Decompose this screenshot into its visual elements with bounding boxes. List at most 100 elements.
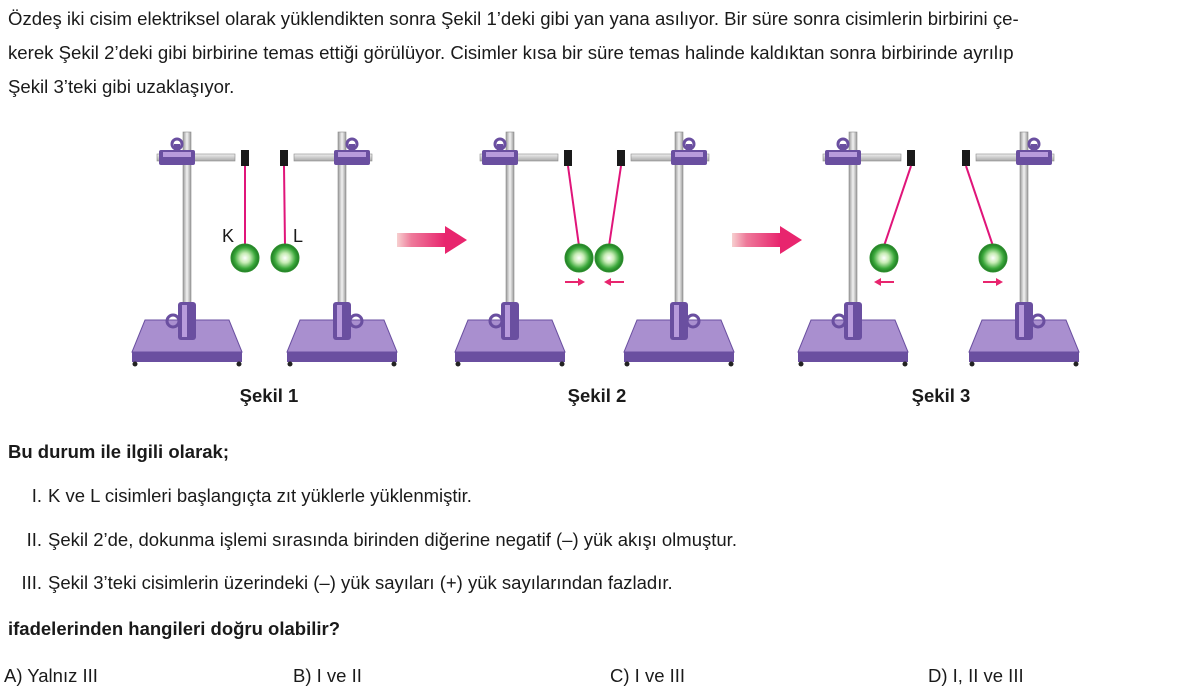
thread [567, 165, 580, 247]
experiment-figure: K L [131, 131, 1080, 367]
thread-holder [617, 150, 625, 166]
label-l: L [293, 226, 303, 246]
stand-foot [798, 361, 804, 367]
charged-sphere [869, 243, 899, 273]
stand-foot [728, 361, 734, 367]
transition-arrow-body [732, 233, 780, 247]
option-d[interactable]: D) I, II ve III [928, 665, 1024, 686]
arrow-group [397, 226, 1003, 286]
stand [617, 131, 735, 367]
option-c[interactable]: C) I ve III [610, 665, 686, 686]
charged-sphere [230, 243, 260, 273]
charged-sphere [564, 243, 594, 273]
stand-clamp-highlight [848, 305, 853, 337]
statement-1: I. K ve L cisimleri başlangıçta zıt yükle… [8, 485, 472, 507]
stand-foot [455, 361, 461, 367]
intro-line-1: Özdeş iki cisim elektriksel olarak yükle… [8, 8, 1019, 29]
stand-foot [287, 361, 293, 367]
stand-screw-knob [831, 313, 847, 329]
stand-clamp-highlight [1020, 152, 1048, 157]
stand [797, 131, 915, 367]
stand-base-edge [624, 352, 734, 362]
stand-screw-knob [348, 313, 364, 329]
thread-holder [241, 150, 249, 166]
transition-arrow [732, 226, 802, 254]
stand-base-edge [969, 352, 1079, 362]
stand-arm [156, 153, 236, 162]
sphere-group [230, 243, 1008, 273]
statement-2: II. Şekil 2’de, dokunma işlemi sırasında … [8, 529, 737, 551]
charged-sphere [978, 243, 1008, 273]
stand-clamp-highlight [182, 305, 187, 337]
statement-number: I. [31, 485, 42, 506]
question-lead: Bu durum ile ilgili olarak; [8, 441, 230, 462]
stand-arm [975, 153, 1055, 162]
stand [131, 131, 249, 367]
statement-text: Şekil 2’de, dokunma işlemi sırasında bir… [48, 529, 737, 550]
transition-arrow-head [780, 226, 802, 254]
stand-top-knob-stem [686, 144, 692, 152]
stand-clamp-highlight [338, 152, 366, 157]
stand-top-knob-stem [174, 144, 180, 152]
stand [280, 131, 398, 367]
charged-sphere [594, 243, 624, 273]
thread-group [244, 165, 994, 247]
statement-number: III. [21, 572, 42, 593]
intro-paragraph: Özdeş iki cisim elektriksel olarak yükle… [8, 2, 1203, 104]
stand-foot [1073, 361, 1079, 367]
charged-sphere [270, 243, 300, 273]
label-k: K [222, 226, 234, 246]
stand-base-edge [287, 352, 397, 362]
stand-arm [293, 153, 373, 162]
stand-clamp-highlight [163, 152, 191, 157]
stand-arm [822, 153, 902, 162]
stand-screw-knob [165, 313, 181, 329]
stand-foot [236, 361, 242, 367]
stand-screw-knob [1030, 313, 1046, 329]
force-arrow-head [996, 278, 1003, 286]
stand-top-knob-stem [1031, 144, 1037, 152]
thread [283, 165, 286, 247]
thread-holder [962, 150, 970, 166]
stand-arm [479, 153, 559, 162]
intro-line-2: kerek Şekil 2’deki gibi birbirine temas … [8, 42, 1014, 63]
stand-arm [630, 153, 710, 162]
stand-clamp-highlight [337, 305, 342, 337]
stand-base-edge [798, 352, 908, 362]
stand-top-knob-stem [349, 144, 355, 152]
stand-clamp-highlight [674, 305, 679, 337]
thread-holder [280, 150, 288, 166]
caption-sekil-3: Şekil 3 [911, 385, 971, 406]
stand-clamp-highlight [829, 152, 857, 157]
stand-screw-knob [685, 313, 701, 329]
thread-holder [564, 150, 572, 166]
stand-foot [902, 361, 908, 367]
stand-top-knob-stem [840, 144, 846, 152]
option-b[interactable]: B) I ve II [293, 665, 362, 686]
statement-3: III. Şekil 3’teki cisimlerin üzerindeki (… [8, 572, 673, 594]
statement-text: K ve L cisimleri başlangıçta zıt yüklerl… [48, 485, 472, 506]
transition-arrow-head [445, 226, 467, 254]
stand-base-edge [132, 352, 242, 362]
stand-clamp-highlight [675, 152, 703, 157]
caption-sekil-1: Şekil 1 [239, 385, 299, 406]
stand-foot [969, 361, 975, 367]
statement-number: II. [26, 529, 42, 550]
transition-arrow [397, 226, 467, 254]
stand-clamp-highlight [486, 152, 514, 157]
thread [608, 165, 622, 247]
stand-clamp-highlight [1019, 305, 1024, 337]
stand [962, 131, 1080, 367]
intro-line-3: Şekil 3’teki gibi uzaklaşıyor. [8, 76, 235, 97]
stand-foot [132, 361, 138, 367]
thread-holder [907, 150, 915, 166]
thread [965, 165, 994, 247]
stand-foot [624, 361, 630, 367]
option-a[interactable]: A) Yalnız III [4, 665, 98, 686]
thread [883, 165, 912, 247]
stand-foot [559, 361, 565, 367]
question-prompt: ifadelerinden hangileri doğru olabilir? [8, 618, 341, 639]
stand-screw-knob [488, 313, 504, 329]
caption-sekil-2: Şekil 2 [567, 385, 627, 406]
statement-text: Şekil 3’teki cisimlerin üzerindeki (–) y… [48, 572, 673, 593]
